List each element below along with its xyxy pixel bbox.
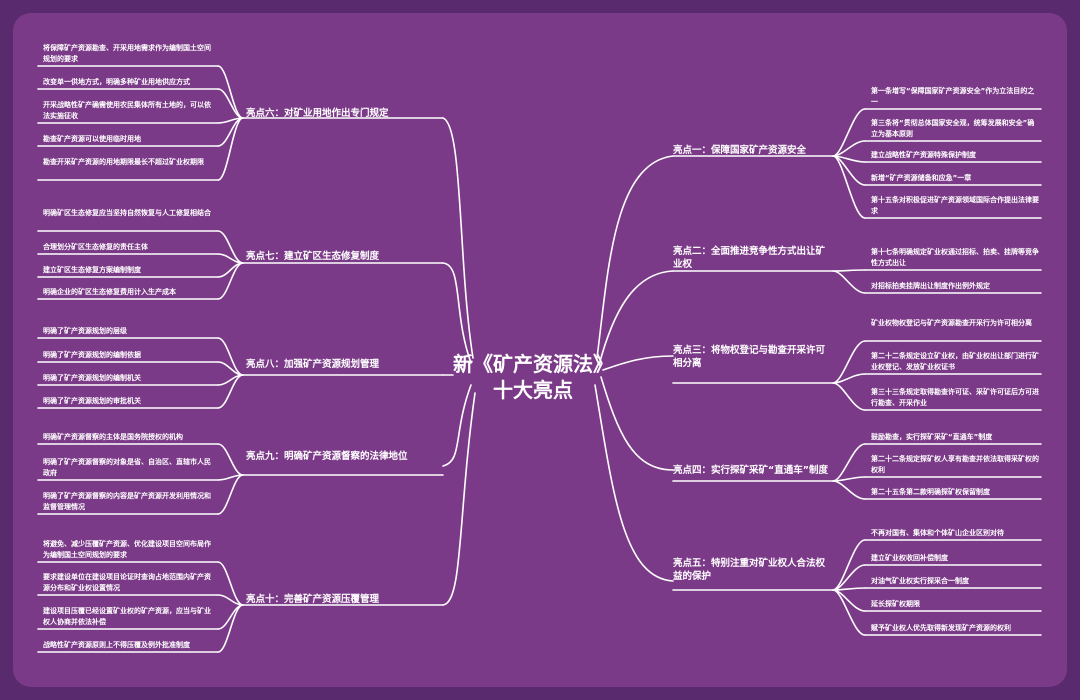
leaf-9-1: 明确矿产资源督察的主体是国务院授权的机构	[43, 433, 183, 441]
connector-b3	[602, 355, 674, 371]
branch-label-1: 亮点一：保障国家矿产资源安全	[673, 145, 807, 156]
branch-label-6: 亮点六：对矿业用地作出专门规定	[246, 108, 389, 119]
leaf-4-1: 鼓励勘查，实行探矿采矿“直通车”制度	[871, 433, 993, 441]
leaf-7-4: 明确企业的矿区生态修复费用计入生产成本	[43, 288, 176, 296]
leaf-3-1: 矿业权物权登记与矿产资源勘查开采行为许可相分离	[871, 319, 1032, 327]
leaf-5-3: 对油气矿业权实行探采合一制度	[871, 577, 969, 585]
leaf-1-4: 新增“矿产资源储备和应急”一章	[871, 174, 972, 182]
leaf-5-1: 不再对国有、集体和个体矿山企业区别对待	[871, 529, 1004, 537]
leaf-2-1: 第十七条明确规定矿业权通过招标、拍卖、挂牌等竞争性方式出让	[871, 248, 1039, 267]
leaf-8-4: 明确了矿产资源规划的审批机关	[43, 397, 141, 405]
leaf-7-3: 建立矿区生态修复方案编制制度	[43, 266, 141, 274]
leaf-8-1: 明确了矿产资源规划的层级	[43, 327, 127, 335]
leaf-5-4: 延长探矿权期限	[871, 600, 920, 608]
title-line-2: 十大亮点	[493, 378, 573, 402]
leaf-5-5: 赋予矿业权人优先取得新发现矿产资源的权利	[871, 624, 1011, 632]
branch-label-8: 亮点八：加强矿产资源规划管理	[246, 359, 380, 370]
leaf-6-5: 勘查开采矿产资源的用地期限最长不超过矿业权期限	[43, 158, 204, 166]
connector-b2	[598, 270, 674, 366]
leaf-7-1: 明确矿区生态修复应当坚持自然恢复与人工修复相结合	[43, 209, 211, 217]
leaf-1-1: 第一条增写“保障国家矿产资源安全”作为立法目的之一	[871, 87, 1035, 106]
leaf-10-4: 战略性矿产资源原则上不得压覆及例外批准制度	[43, 641, 190, 649]
leaf-2-2: 对招标拍卖挂牌出让制度作出例外规定	[871, 282, 990, 290]
leaf-6-2: 改变单一供地方式，明确多种矿业用地供应方式	[43, 78, 190, 86]
connector-b7	[442, 262, 472, 364]
branch-label-3: 亮点三：将物权登记与勘查开采许可相分离	[673, 345, 826, 369]
leaf-8-2: 明确了矿产资源规划的编制依据	[43, 351, 141, 359]
leaf-5-2: 建立矿业权收回补偿制度	[871, 554, 948, 562]
branch-label-10: 亮点十：完善矿产资源压覆管理	[246, 594, 380, 605]
leaf-4-2: 第二十二条规定探矿权人享有勘查并依法取得采矿权的权利	[871, 455, 1039, 474]
leaf-1-2: 第三条将“贯彻总体国家安全观，统筹发展和安全”确立为基本原则	[871, 119, 1035, 138]
leaf-3-2: 第二十二条规定设立矿业权，由矿业权出让部门进行矿业权登记、发放矿业权证书	[871, 352, 1039, 371]
leaf-8-3: 明确了矿产资源规划的编制机关	[43, 374, 141, 382]
leaf-6-4: 勘查矿产资源可以使用临时用地	[43, 135, 141, 143]
leaf-9-2: 明确了矿产资源督察的对象是省、自治区、直辖市人民政府	[43, 458, 211, 477]
connector-lines	[37, 65, 1042, 653]
leaf-6-1: 将保障矿产资源勘查、开采用地需求作为编制国土空间规划的要求	[43, 44, 211, 63]
leaf-10-3: 建设项目压覆已经设置矿业权的矿产资源，应当与矿业权人协商并依法补偿	[43, 607, 211, 626]
connector-b9	[442, 384, 472, 467]
connector-b5	[594, 384, 674, 582]
leaf-6-3: 开采战略性矿产确需使用农民集体所有土地的，可以依法实施征收	[43, 101, 211, 120]
branch-label-5: 亮点五：特别注重对矿业权人合法权益的保护	[673, 558, 826, 582]
connector-b1	[596, 155, 674, 359]
leaf-7-2: 合理划分矿区生态修复的责任主体	[43, 243, 148, 251]
leaf-1-5: 第十五条对积极促进矿产资源领域国际合作提出法律要求	[871, 196, 1039, 215]
title-line-1: 新《矿产资源法》	[453, 352, 613, 376]
connector-b10	[442, 392, 476, 606]
leaf-10-1: 将避免、减少压覆矿产资源、优化建设项目空间布局作为编制国土空间规划的要求	[43, 540, 211, 559]
branch-label-7: 亮点七：建立矿区生态修复制度	[246, 251, 380, 262]
leaf-3-3: 第三十三条规定取得勘查许可证、采矿许可证后方可进行勘查、开采作业	[871, 388, 1039, 407]
connector-b6	[442, 117, 474, 359]
leaf-1-3: 建立战略性矿产资源特殊保护制度	[871, 151, 976, 159]
leaf-10-2: 要求建设单位在建设项目论证时查询占地范围内矿产资源分布和矿业权设置情况	[43, 573, 211, 592]
branch-label-9: 亮点九：明确矿产资源督察的法律地位	[246, 451, 408, 462]
mindmap-board: 新《矿产资源法》 十大亮点 亮点一：保障国家矿产资源安全 亮点二：全面推进竞争性…	[13, 13, 1067, 687]
connector-b4	[600, 376, 674, 471]
branch-label-2: 亮点二：全面推进竞争性方式出让矿业权	[673, 246, 826, 270]
branch-label-4: 亮点四：实行探矿采矿“直通车”制度	[673, 465, 828, 476]
leaf-9-3: 明确了矿产资源督察的内容是矿产资源开发利用情况和监督管理情况	[43, 492, 211, 511]
leaf-4-3: 第二十五条第二款明确探矿权保留制度	[871, 488, 990, 496]
mindmap-title: 新《矿产资源法》 十大亮点	[453, 351, 613, 403]
